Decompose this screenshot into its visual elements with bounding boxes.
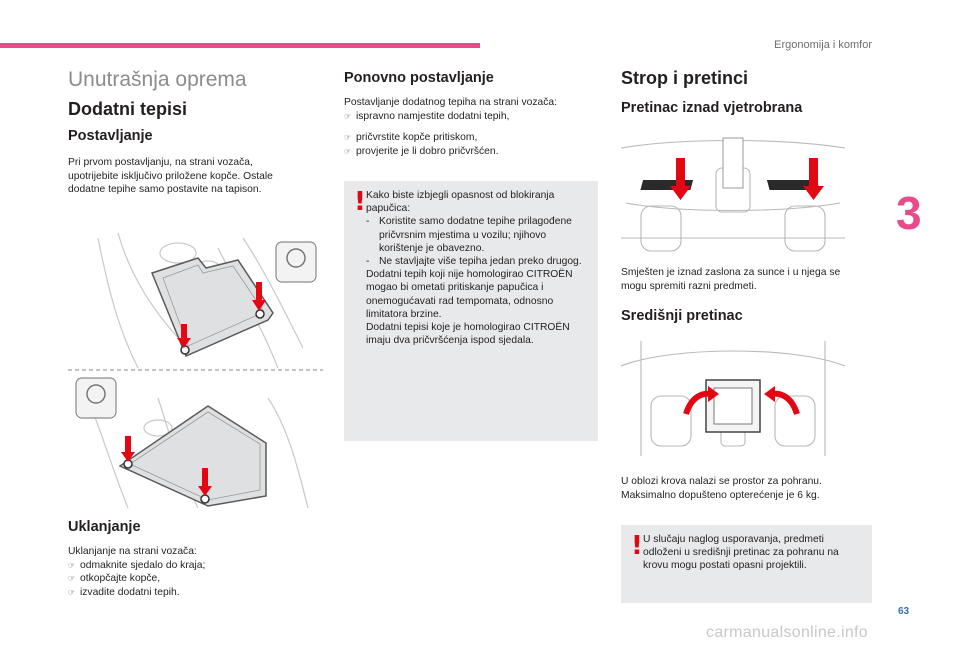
windscreen-storage-text: Smješten je iznad zaslona za sunce i u n…: [621, 267, 841, 292]
windscreen-storage-heading: Pretinac iznad vjetrobrana: [621, 100, 803, 116]
page-title: Dodatni tepisi: [68, 99, 188, 119]
central-storage-text: U oblozi krova nalazi se prostor za pohr…: [621, 476, 822, 501]
storage-title: Strop i pretinci: [621, 68, 749, 88]
exclamation-icon: !: [631, 531, 643, 561]
page-number: 63: [898, 606, 910, 617]
header-accent-bar: [0, 43, 480, 48]
install-text: Pri prvom postavljanju, na strani vozača…: [68, 157, 273, 195]
list-item: ☞provjerite je li dobro pričvršćen.: [344, 145, 499, 157]
reinstall-intro: Postavljanje dodatnog tepiha na strani v…: [344, 97, 557, 108]
warning-box-storage: ! U slučaju naglog usporavanja, predmeti…: [621, 525, 872, 603]
exclamation-icon: !: [354, 187, 366, 217]
section-title: Unutrašnja oprema: [68, 68, 247, 91]
central-storage-heading: Središnji pretinac: [621, 308, 743, 324]
reinstall-heading: Ponovno postavljanje: [344, 70, 494, 86]
floor-mat-illustration: [68, 228, 323, 515]
pointing-finger-icon: ☞: [344, 111, 352, 121]
install-heading: Postavljanje: [68, 128, 153, 144]
remove-intro: Uklanjanje na strani vozača:: [68, 546, 197, 557]
list-item: -Koristite samo dodatne tepihe prilagođe…: [366, 216, 572, 254]
central-storage-illustration: [620, 336, 846, 466]
pointing-finger-icon: ☞: [68, 574, 76, 583]
list-item: -Ne stavljajte više tepiha jedan preko d…: [366, 256, 582, 268]
pointing-finger-icon: ☞: [344, 146, 352, 156]
warning-box: ! Kako biste izbjegli opasnost od blokir…: [344, 181, 598, 441]
windscreen-storage-illustration: [620, 128, 846, 258]
remove-instructions: Uklanjanje na strani vozača: ☞odmaknite …: [68, 545, 290, 599]
watermark: carmanualsonline.info: [706, 624, 868, 641]
list-item: ☞otkopčajte kopče,: [68, 573, 161, 584]
list-item: ☞izvadite dodatni tepih.: [68, 586, 180, 598]
remove-heading: Uklanjanje: [68, 519, 141, 535]
pointing-finger-icon: ☞: [68, 587, 76, 597]
list-item: ☞ispravno namjestite dodatni tepih,: [344, 110, 510, 122]
pointing-finger-icon: ☞: [68, 560, 76, 570]
list-item: ☞odmaknite sjedalo do kraja;: [68, 559, 206, 571]
list-item: ☞pričvrstite kopče pritiskom,: [344, 132, 478, 143]
pointing-finger-icon: ☞: [344, 133, 352, 142]
chapter-title: Ergonomija i komfor: [774, 39, 872, 51]
warning-text: Kako biste izbjegli opasnost od blokiran…: [366, 189, 590, 347]
warning-text: U slučaju naglog usporavanja, predmeti o…: [643, 534, 839, 572]
chapter-number: 3: [896, 187, 922, 239]
reinstall-instructions: Postavljanje dodatnog tepiha na strani v…: [344, 96, 599, 158]
